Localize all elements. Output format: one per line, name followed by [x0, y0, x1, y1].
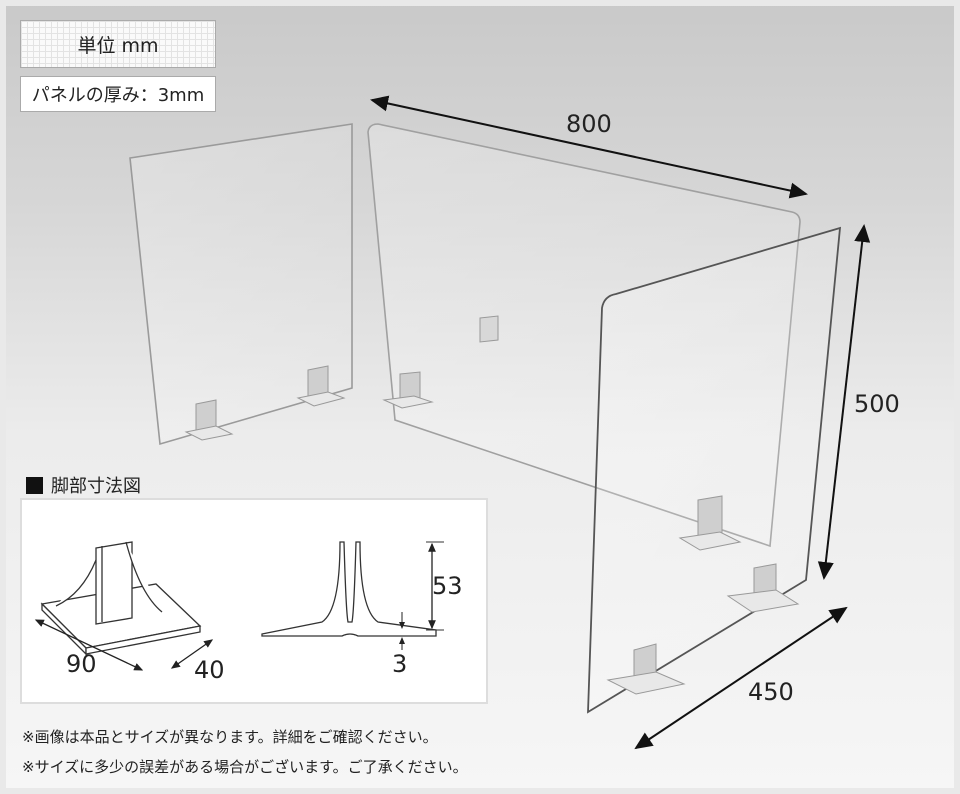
height-value: 500	[854, 390, 900, 418]
foot-length-value: 90	[66, 650, 97, 678]
foot-detail-heading: 脚部寸法図	[26, 472, 141, 498]
foot-detail-box: 90 40 53 3	[20, 498, 488, 704]
foot-detail-title: 脚部寸法図	[51, 476, 141, 497]
unit-label: 単位 mm	[20, 20, 216, 68]
square-bullet-icon	[26, 476, 43, 494]
width-dimension-arrow	[370, 95, 808, 199]
foot-width-value: 40	[194, 656, 225, 684]
left-panel	[129, 123, 353, 446]
foot-isometric	[40, 541, 202, 656]
foot-length-arrow	[34, 619, 144, 671]
panel-feet	[184, 315, 800, 695]
width-value: 800	[566, 110, 612, 138]
note-size-tolerance: ※サイズに多少の誤差がある場合がございます。ご了承ください。	[22, 758, 468, 776]
depth-value: 450	[748, 678, 794, 706]
foot-width-arrow	[170, 639, 214, 669]
front-panel	[587, 226, 842, 714]
foot-thickness-value: 3	[392, 650, 408, 678]
depth-dimension-arrow	[634, 606, 848, 750]
height-dimension-arrow	[817, 224, 871, 580]
foot-height-value: 53	[432, 572, 463, 600]
panel-thickness-label: パネルの厚み：3mm	[20, 76, 216, 112]
foot-profile	[261, 541, 437, 637]
foot-detail-drawing	[34, 541, 444, 671]
note-image-differs: ※画像は本品とサイズが異なります。詳細をご確認ください。	[22, 728, 438, 746]
